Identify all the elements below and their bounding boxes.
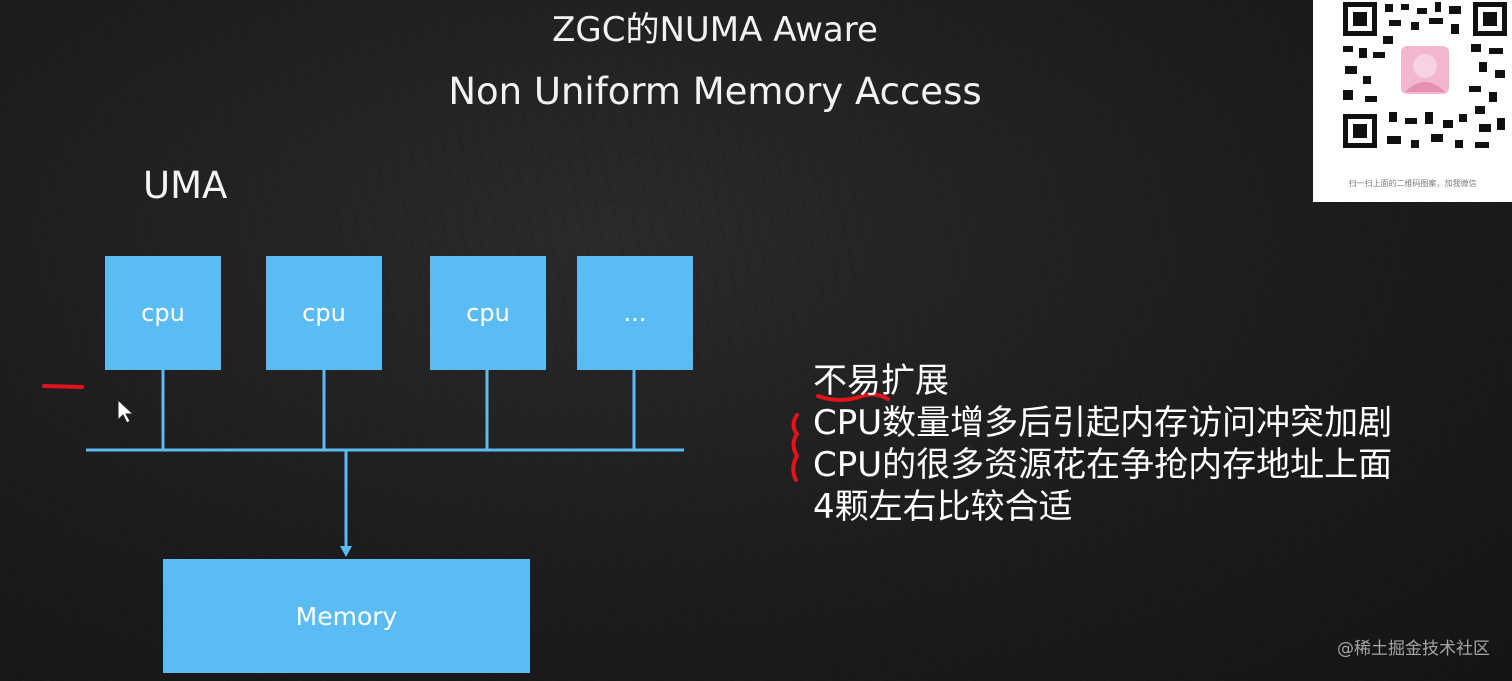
slide-subtitle: Non Uniform Memory Access xyxy=(448,70,982,113)
qr-caption: 扫一扫上面的二维码图案，加我微信 xyxy=(1348,179,1477,188)
uma-drawbacks-list: 不易扩展 CPU数量增多后引起内存访问冲突加剧 CPU的很多资源花在争抢内存地址… xyxy=(813,360,1392,528)
watermark: @稀土掘金技术社区 xyxy=(1337,639,1490,659)
note-item: CPU的很多资源花在争抢内存地址上面 xyxy=(813,445,1393,485)
memory-box: Memory xyxy=(163,559,530,673)
qr-code-icon xyxy=(1339,0,1511,152)
mouse-cursor-icon xyxy=(117,398,135,424)
cpu-box-3: cpu xyxy=(430,256,546,370)
cpu-box-2-label: cpu xyxy=(302,299,346,327)
cpu-box-1-label: cpu xyxy=(141,299,185,327)
slide-title: ZGC的NUMA Aware xyxy=(552,10,878,50)
red-dash-mark xyxy=(42,384,84,389)
note-item: CPU数量增多后引起内存访问冲突加剧 xyxy=(813,403,1393,443)
qr-code-panel: 扫一扫上面的二维码图案，加我微信 xyxy=(1313,0,1512,202)
memory-box-label: Memory xyxy=(295,601,398,631)
note-item: 不易扩展 xyxy=(813,361,949,401)
cpu-box-1: cpu xyxy=(105,256,221,370)
cpu-box-3-label: cpu xyxy=(466,299,510,327)
cpu-box-more: ... xyxy=(577,256,693,370)
memory-arrow-head xyxy=(340,546,352,557)
note-item: 4颗左右比较合适 xyxy=(813,487,1073,527)
cpu-box-more-label: ... xyxy=(623,299,647,327)
cpu-box-2: cpu xyxy=(266,256,382,370)
red-bracket-mark xyxy=(791,413,799,482)
uma-label: UMA xyxy=(143,164,228,207)
